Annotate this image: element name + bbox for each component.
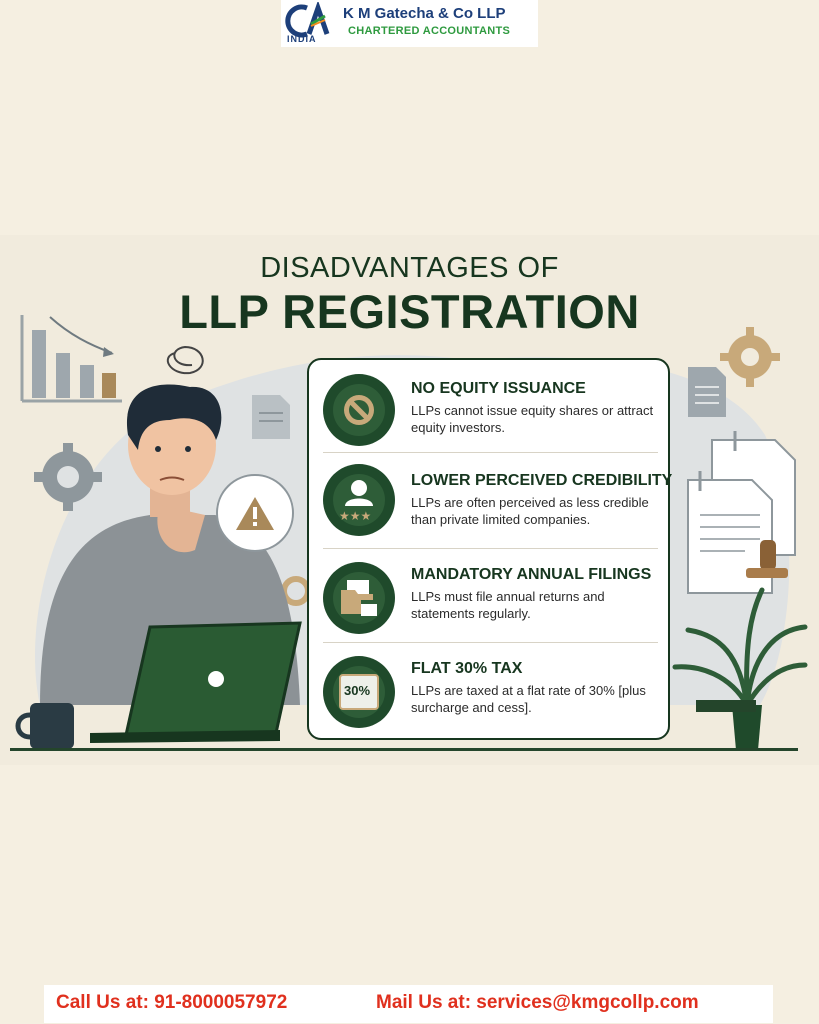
folder-calendar-icon [323,562,395,634]
item-title: NO EQUITY ISSUANCE [411,380,586,397]
document-icon [252,395,290,439]
document-icon [688,367,726,417]
item-description: LLPs cannot issue equity shares or attra… [411,403,654,435]
svg-text:★★★: ★★★ [339,509,371,523]
item-title: MANDATORY ANNUAL FILINGS [411,566,652,583]
ca-logo-icon [285,2,330,38]
logo-country: INDIA [287,34,317,44]
gear-icon [720,327,780,387]
divider [323,452,658,453]
page-title-line-2: LLP REGISTRATION [179,285,640,338]
no-entry-icon [323,374,395,446]
warning-icon [216,474,294,552]
item-description: LLPs are taxed at a flat rate of 30% [pl… [411,683,646,715]
disadvantages-card: NO EQUITY ISSUANCE LLPs cannot issue equ… [307,358,673,740]
user-rating-icon: ★★★ [323,464,395,536]
item-title: LOWER PERCEIVED CREDIBILITY [411,472,673,489]
email-contact[interactable]: Mail Us at: services@kmgcollp.com [376,992,699,1013]
firm-name: K M Gatecha & Co LLP [343,5,506,22]
item-description: LLPs must file annual returns and statem… [411,589,605,621]
tax-rate-label: 30% [344,683,371,698]
paperwork-icon [687,431,796,594]
gear-icon [34,443,102,511]
contact-footer: Call Us at: 91-8000057972 Mail Us at: se… [44,985,773,1023]
declining-chart-icon [20,315,122,403]
stamp-icon [746,540,788,578]
divider [323,548,658,549]
page-title-line-1: DISADVANTAGES OF [260,252,559,284]
divider [323,642,658,643]
laptop-illustration [90,621,302,743]
safe-icon: 30% [323,656,395,728]
item-title: FLAT 30% TAX [411,660,523,677]
firm-tagline: CHARTERED ACCOUNTANTS [348,25,511,37]
firm-logo: INDIA K M Gatecha & Co LLP CHARTERED ACC… [281,0,538,47]
item-description: LLPs are often perceived as less credibl… [411,495,649,527]
plant-icon [672,587,808,750]
mug-icon [15,703,74,749]
ground-line [10,748,798,751]
phone-contact[interactable]: Call Us at: 91-8000057972 [56,992,288,1013]
